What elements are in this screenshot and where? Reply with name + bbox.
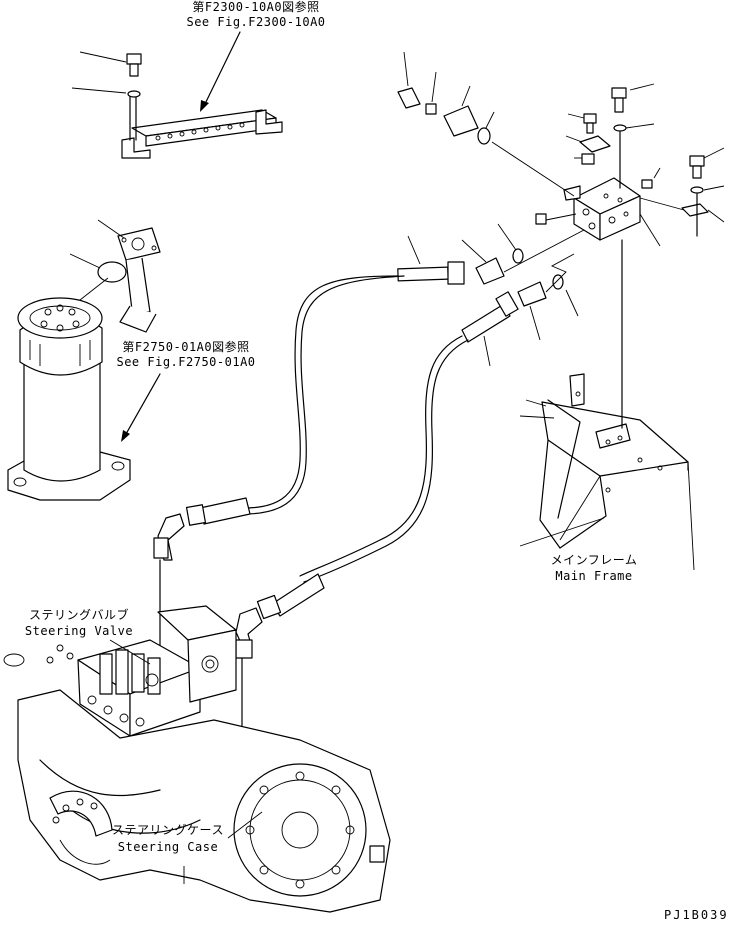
frame-bracket-part <box>121 91 283 159</box>
main-frame-leader <box>519 517 605 547</box>
bolt-top-left <box>71 51 142 98</box>
ref-arrow-f2750 <box>121 373 161 442</box>
ref-f2750-label-jp: 第F2750-01A0図参照 <box>122 340 250 354</box>
ref-f2750-label-en: See Fig.F2750-01A0 <box>116 355 256 369</box>
middle-fittings <box>461 213 585 341</box>
steering-valve-leader <box>109 639 151 665</box>
steering-valve-label-jp: ステリングバルブ <box>28 608 129 622</box>
steering-valve-label-en: Steering Valve <box>24 624 134 638</box>
hose-ends-lower <box>153 497 325 751</box>
hose-ends-upper <box>397 235 519 367</box>
main-frame <box>519 239 695 571</box>
valve-block <box>563 177 661 247</box>
ref-f2300-label-en: See Fig.F2300-10A0 <box>186 15 326 29</box>
ref-f2300-label-jp: 第F2300-10A0図参照 <box>192 0 320 14</box>
top-fittings <box>397 51 575 197</box>
steering-case-leader <box>227 811 263 839</box>
filter-assembly <box>7 297 131 501</box>
ref-arrow-f2300 <box>200 31 241 112</box>
steering-case-label-en: Steering Case <box>117 840 219 854</box>
block-bolts <box>565 83 725 237</box>
steering-case-label-jp: ステアリングケース <box>112 823 224 837</box>
drawing-code: PJ1B039 <box>664 908 729 922</box>
steering-case <box>3 644 391 913</box>
main-frame-label-jp: メインフレーム <box>550 553 638 567</box>
filter-flange-pipe <box>69 219 161 333</box>
main-frame-label-en: Main Frame <box>555 569 633 583</box>
hoses <box>243 275 469 583</box>
steering-valve <box>77 605 237 737</box>
